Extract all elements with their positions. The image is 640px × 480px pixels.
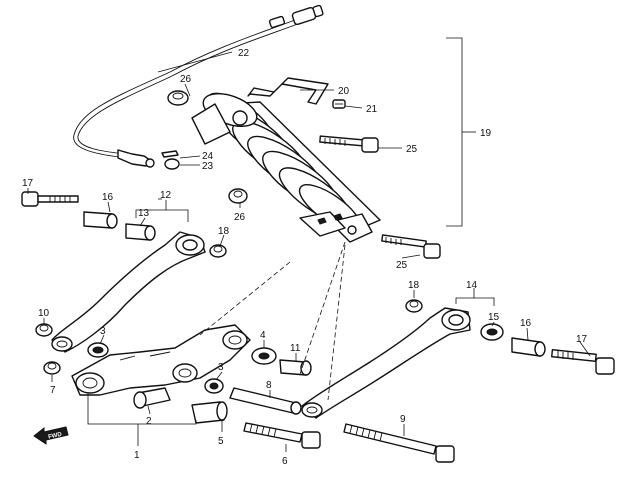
label-20: 20 xyxy=(338,86,350,97)
nut-26-top xyxy=(167,90,189,106)
bolt-17-left xyxy=(21,191,79,207)
label-19: 19 xyxy=(480,128,492,139)
group-brackets xyxy=(87,37,495,446)
part-labels: 22 26 20 21 19 25 24 23 26 25 17 16 12 1… xyxy=(22,48,588,467)
label-5: 5 xyxy=(218,436,224,447)
bushing-3-right xyxy=(204,378,224,394)
bracket-20 xyxy=(247,77,329,105)
spacer-11 xyxy=(279,359,312,376)
label-16-left: 16 xyxy=(102,192,114,203)
label-12: 12 xyxy=(160,190,172,201)
label-23: 23 xyxy=(202,161,214,172)
bolt-6 xyxy=(243,422,321,449)
label-26-lower: 26 xyxy=(234,212,246,223)
label-15: 15 xyxy=(488,312,500,323)
label-3-right: 3 xyxy=(218,362,224,373)
label-3-left: 3 xyxy=(100,326,106,337)
clip-23-24 xyxy=(161,150,180,170)
label-25-lower: 25 xyxy=(396,260,408,271)
bolt-9 xyxy=(343,423,455,463)
label-6: 6 xyxy=(282,456,288,467)
label-16-right: 16 xyxy=(520,318,532,329)
label-1: 1 xyxy=(134,450,140,461)
bushing-13 xyxy=(125,223,156,241)
hose-cable-22 xyxy=(73,4,324,168)
label-13: 13 xyxy=(138,208,150,219)
bolt-21 xyxy=(332,99,346,109)
label-17-left: 17 xyxy=(22,178,34,189)
label-2: 2 xyxy=(146,416,152,427)
spacer-5 xyxy=(191,401,228,424)
svg-text:FWD: FWD xyxy=(48,432,63,441)
bushing-2 xyxy=(133,387,171,409)
label-18-right: 18 xyxy=(408,280,420,291)
label-10: 10 xyxy=(38,308,50,319)
bushing-4 xyxy=(251,347,277,365)
bushing-3-left xyxy=(87,342,109,358)
leader-lines xyxy=(27,51,591,452)
spacer-8 xyxy=(229,387,302,415)
fwd-arrow-icon: FWD xyxy=(33,426,69,445)
label-11: 11 xyxy=(290,343,301,354)
label-17-right: 17 xyxy=(576,334,588,345)
tie-rod-12-left xyxy=(51,231,206,353)
label-22: 22 xyxy=(238,48,250,59)
bolt-17-right xyxy=(551,349,615,375)
nut-26-lower xyxy=(228,188,248,204)
cushion-lever-1 xyxy=(71,324,251,396)
bolt-25-lower xyxy=(381,234,441,259)
tie-rod-14-right xyxy=(301,307,471,419)
label-21: 21 xyxy=(366,104,378,115)
shock-absorber-19 xyxy=(191,92,381,243)
label-24: 24 xyxy=(202,151,214,162)
label-14: 14 xyxy=(466,280,478,291)
nut-18-right xyxy=(405,299,423,313)
label-4: 4 xyxy=(260,330,266,341)
label-25-upper: 25 xyxy=(406,144,418,155)
spacer-16-right xyxy=(511,337,546,357)
label-9: 9 xyxy=(400,414,406,425)
label-7: 7 xyxy=(50,385,56,396)
spacer-16-left xyxy=(83,211,118,229)
nut-7 xyxy=(43,361,61,375)
bushing-15 xyxy=(480,323,504,341)
label-26-top: 26 xyxy=(180,74,192,85)
nut-18-left xyxy=(209,244,227,258)
nut-10 xyxy=(35,323,53,337)
label-18-left: 18 xyxy=(218,226,230,237)
bolt-25-upper xyxy=(319,135,379,153)
label-8: 8 xyxy=(266,380,272,391)
